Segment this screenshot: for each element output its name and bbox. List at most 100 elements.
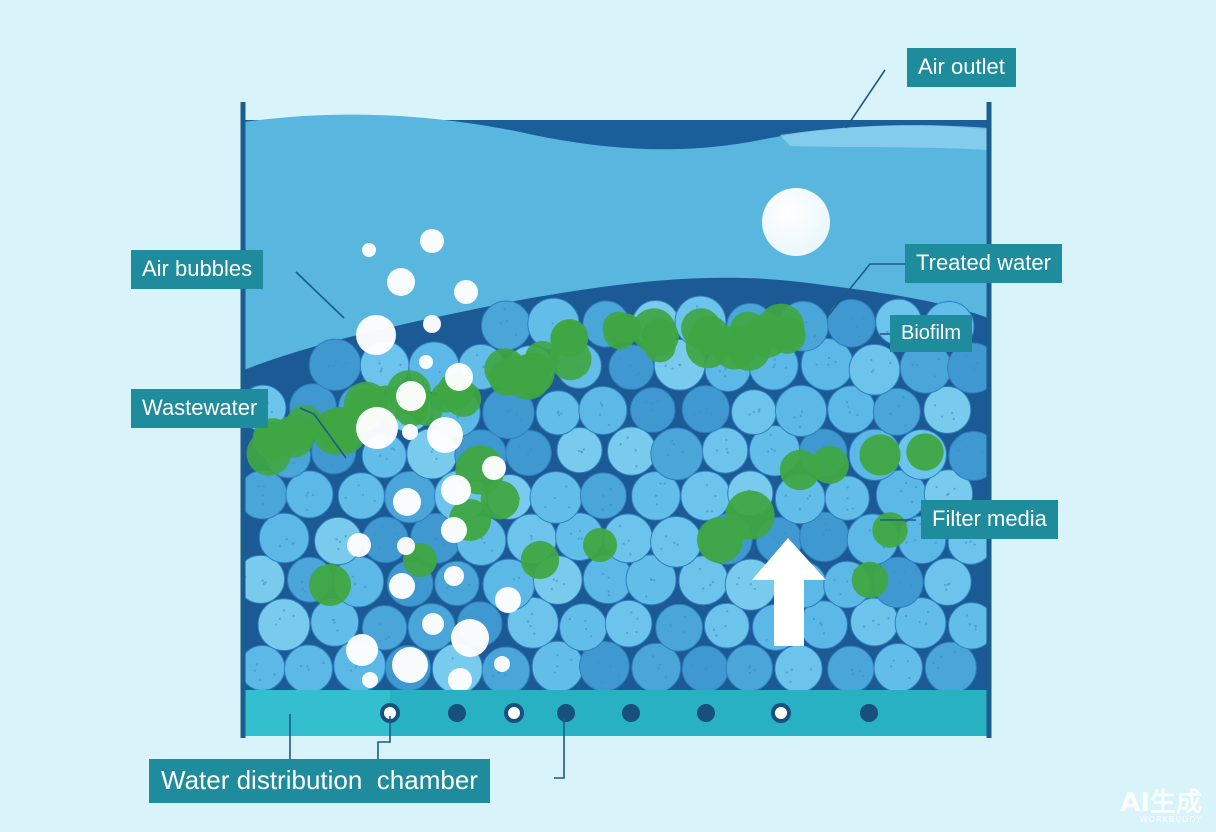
media-speckle [596,661,600,664]
media-bead [924,641,977,690]
media-speckle [354,665,357,669]
media-speckle [789,680,792,684]
media-speckle [695,305,699,308]
surface-band [780,125,988,150]
media-speckle [636,617,639,621]
media-speckle [882,546,886,549]
media-speckle [609,503,613,507]
biofilm-patch [582,527,618,563]
media-bead [257,598,311,652]
media-speckle [753,587,757,591]
biofilm-patch [859,434,901,476]
media-speckle [712,628,716,632]
media-speckle [336,629,339,632]
air-bubble-icon [482,456,506,480]
media-speckle [292,461,295,465]
media-speckle [683,615,686,619]
media-speckle [850,317,854,321]
air-bubble-icon [441,475,471,505]
media-speckle [939,655,943,658]
media-bead [361,605,408,651]
media-speckle [897,405,901,408]
media-speckle [846,486,849,489]
media-speckle [815,363,818,366]
media-speckle [629,553,632,556]
media-speckle [886,330,889,334]
media-speckle [556,411,560,415]
media-speckle [607,590,610,593]
media-speckle [856,413,859,417]
media-speckle [550,587,553,591]
media-speckle [261,579,264,582]
media-speckle [951,411,954,415]
media-speckle [258,678,261,682]
media-speckle [748,413,751,416]
media-speckle [650,578,653,582]
media-bead [701,427,749,474]
biofilm-patch [906,433,944,471]
media-speckle [862,674,865,678]
media-bead [774,644,823,690]
media-speckle [980,450,983,453]
media-speckle [378,362,381,365]
media-speckle [915,363,919,367]
media-speckle [711,580,715,584]
media-speckle [705,407,708,411]
media-speckle [553,671,556,674]
media-speckle [416,582,419,585]
biofilm-patch [872,512,908,548]
media-speckle [710,412,713,416]
media-speckle [373,533,376,536]
media-speckle [772,365,775,369]
media-speckle [892,571,895,574]
media-speckle [965,614,969,617]
media-speckle [580,450,583,454]
media-speckle [364,586,367,589]
media-speckle [332,618,335,621]
media-speckle [822,533,825,536]
media-speckle [906,660,910,663]
filter-media-group [244,295,988,690]
media-speckle [724,367,727,371]
biofilm-patch [520,540,560,580]
media-speckle [515,413,519,416]
media-speckle [653,578,656,582]
media-speckle [918,621,921,624]
media-bead [948,602,988,650]
media-speckle [651,409,654,412]
media-speckle [850,668,853,672]
media-speckle [892,659,896,662]
media-speckle [306,665,309,668]
media-speckle [846,580,849,583]
media-speckle [766,450,770,453]
media-bead [608,344,655,390]
media-speckle [660,547,663,551]
media-speckle [438,371,442,374]
media-speckle [737,576,741,580]
media-speckle [848,411,852,414]
media-speckle [645,595,648,598]
label-treated-water: Treated water [905,244,1062,283]
media-speckle [800,410,804,413]
label-biofilm: Biofilm [890,315,973,352]
media-speckle [311,493,315,497]
media-speckle [497,671,501,675]
media-speckle [351,575,355,578]
media-bead [680,470,731,521]
media-speckle [808,494,812,498]
media-bead [308,338,362,391]
media-bead [703,602,750,649]
media-speckle [947,492,950,496]
media-speckle [379,454,382,457]
leader-treated-water [827,263,912,317]
media-speckle [526,451,529,454]
media-speckle [704,667,707,671]
media-speckle [870,358,873,362]
media-speckle [584,619,587,623]
media-speckle [504,673,507,676]
media-speckle [373,499,376,503]
media-speckle [973,369,976,372]
air-bubble-icon [347,533,371,557]
nozzle-icon [771,703,791,723]
air-bubble-icon [397,537,415,555]
